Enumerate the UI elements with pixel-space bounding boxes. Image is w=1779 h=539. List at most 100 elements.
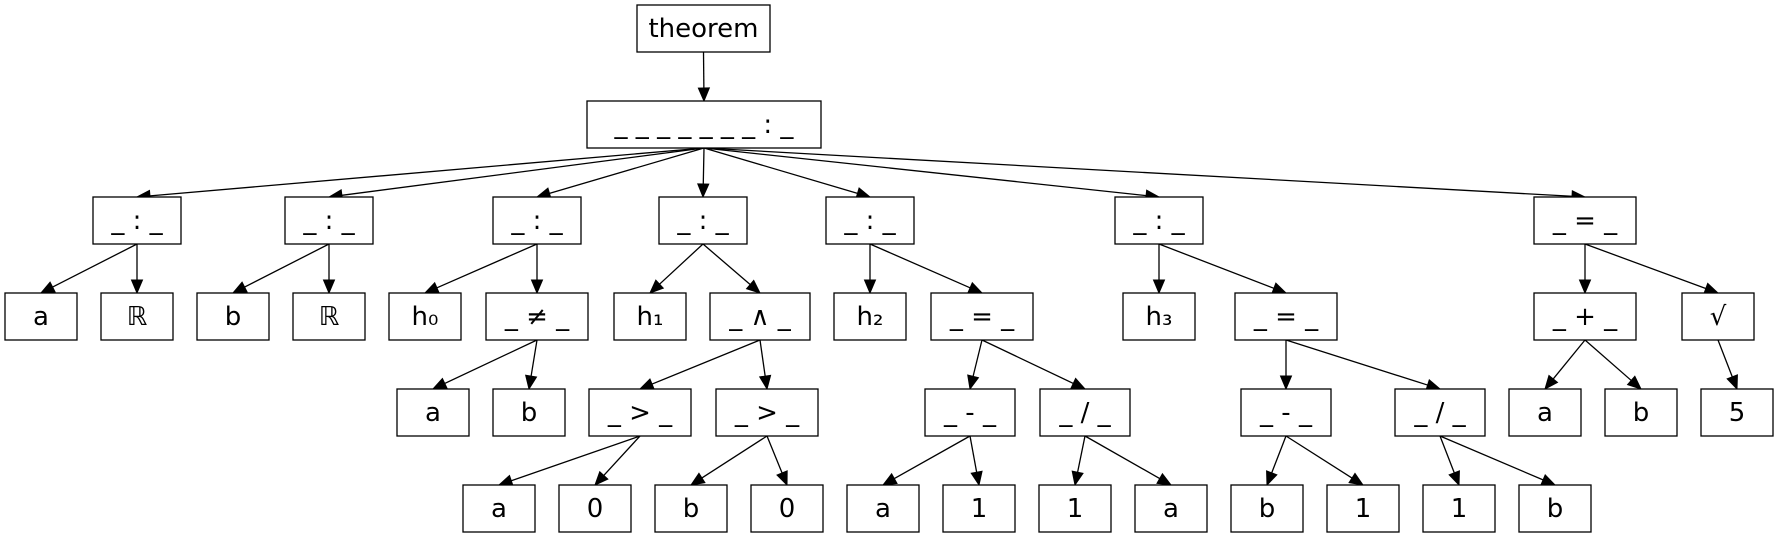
edge-line	[530, 339, 538, 377]
tree-node-minus: _ - _	[924, 388, 1016, 437]
tree-node-colon: _ : _	[284, 196, 374, 245]
node-box	[1533, 196, 1637, 245]
edge-line	[1552, 339, 1586, 380]
edge-n6-n18	[869, 243, 984, 294]
node-label: _ = _	[1552, 206, 1618, 236]
tree-node-0: 0	[558, 484, 632, 533]
edge-line	[52, 243, 138, 288]
edge-n1-n7	[703, 147, 1161, 202]
arrowhead-icon	[1703, 282, 1720, 295]
node-box	[1533, 292, 1637, 341]
tree-node-reals: ℝ	[100, 292, 174, 341]
tree-node-colon: _ : _	[658, 196, 748, 245]
node-box	[750, 484, 824, 533]
edge-n8-n21	[1578, 244, 1592, 295]
arrowhead-icon	[1544, 374, 1559, 390]
edge-line	[766, 435, 783, 474]
edge-line	[981, 339, 1074, 385]
node-box	[1508, 388, 1582, 437]
nodes-layer: theorem_ _ _ _ _ _ _ : __ : __ : __ : __…	[4, 4, 1774, 533]
tree-node-colon: _ : _	[492, 196, 582, 245]
tree-node-b: b	[1518, 484, 1592, 533]
node-box	[1518, 484, 1592, 533]
edge-n26-n37	[766, 435, 788, 487]
arrowhead-icon	[697, 183, 710, 199]
node-label: h₂	[857, 302, 884, 332]
tree-node-eq: _ = _	[1533, 196, 1637, 245]
node-box	[100, 292, 174, 341]
node-box	[1394, 388, 1486, 437]
edge-line	[869, 243, 971, 289]
edge-n30-n45	[1439, 435, 1557, 486]
node-box	[292, 292, 366, 341]
node-box	[1114, 196, 1204, 245]
edge-line	[1076, 435, 1086, 473]
edge-n6-n17	[863, 244, 877, 295]
node-label: _ _ _ _ _ _ _ : _	[614, 110, 795, 140]
tree-node-colon: _ : _	[92, 196, 182, 245]
edge-n2-n9	[39, 243, 138, 294]
edge-line	[1285, 435, 1353, 479]
tree-node-0: 0	[750, 484, 824, 533]
edge-line	[1439, 435, 1455, 474]
node-box	[833, 292, 907, 341]
node-box	[1240, 388, 1332, 437]
node-label: b	[683, 494, 700, 524]
node-box	[1039, 388, 1131, 437]
arrowhead-icon	[967, 374, 980, 391]
node-label: _ = _	[1253, 302, 1319, 332]
edge-n2-n10	[130, 244, 144, 295]
node-box	[658, 196, 748, 245]
node-label: _ + _	[1552, 302, 1618, 332]
node-label: a	[425, 398, 441, 428]
tree-node-eq: _ = _	[930, 292, 1034, 341]
arrowhead-icon	[1152, 279, 1166, 295]
node-box	[846, 484, 920, 533]
edge-line	[1717, 339, 1733, 378]
node-label: _ : _	[302, 206, 355, 236]
tree-node-b: b	[492, 388, 566, 437]
tree-node-h-3: h₃	[1122, 292, 1196, 341]
node-label: h₃	[1146, 302, 1173, 332]
node-box	[709, 292, 811, 341]
arrowhead-icon	[231, 281, 248, 294]
node-box	[388, 292, 462, 341]
edge-n30-n44	[1439, 435, 1460, 487]
node-box	[485, 292, 589, 341]
edge-line	[1158, 243, 1275, 289]
edge-n18-n28	[981, 339, 1087, 390]
edge-line	[659, 243, 704, 285]
edge-line	[972, 339, 983, 377]
arrowhead-icon	[423, 281, 440, 294]
arrowhead-icon	[881, 472, 898, 486]
tree-node-a: a	[4, 292, 78, 341]
edge-line	[969, 435, 978, 473]
node-box	[654, 484, 728, 533]
node-box	[1326, 484, 1400, 533]
arrowhead-icon	[39, 281, 56, 294]
node-label: b	[521, 398, 538, 428]
arrowhead-icon	[745, 279, 761, 294]
edge-n14-n24	[525, 339, 538, 391]
arrowhead-icon	[1726, 374, 1738, 391]
edge-line	[702, 243, 751, 286]
node-label: _ / _	[1058, 398, 1111, 428]
tree-node-gt: _ > _	[715, 388, 819, 437]
edge-n21-n32	[1584, 339, 1642, 390]
edge-line	[1439, 435, 1544, 481]
tree-node-reals: ℝ	[292, 292, 366, 341]
node-label: _ > _	[734, 398, 800, 428]
edge-line	[703, 147, 858, 194]
edge-line	[603, 435, 641, 476]
node-label: b	[1259, 494, 1276, 524]
node-label: a	[1537, 398, 1553, 428]
edge-n27-n39	[969, 435, 983, 487]
node-label: 1	[1355, 494, 1372, 524]
tree-node-and: _ ∧ _	[709, 292, 811, 341]
node-box	[462, 484, 536, 533]
node-label: _ > _	[607, 398, 673, 428]
edge-n1-n3	[327, 147, 705, 202]
tree-node-h-2: h₂	[833, 292, 907, 341]
arrowhead-icon	[1348, 472, 1365, 486]
